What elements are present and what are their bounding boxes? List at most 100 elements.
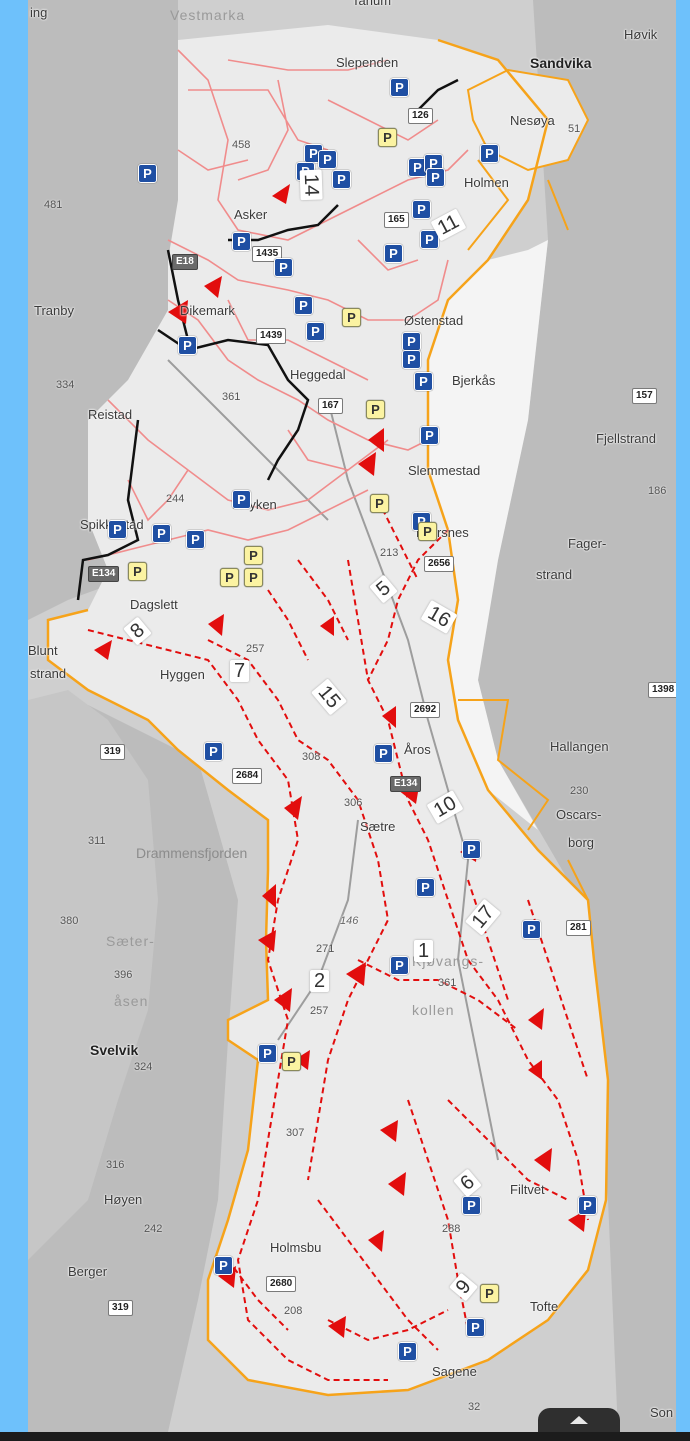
fjord-channel <box>428 240 548 830</box>
parking-icon[interactable]: P <box>416 878 435 897</box>
place-label: 242 <box>144 1223 163 1235</box>
parking-icon[interactable]: P <box>332 170 351 189</box>
place-label: Sætre <box>360 819 396 834</box>
place-label: 311 <box>88 835 106 847</box>
parking-icon[interactable]: P <box>138 164 157 183</box>
parking-icon[interactable]: P <box>128 562 147 581</box>
parking-icon[interactable]: P <box>462 840 481 859</box>
parking-icon[interactable]: P <box>402 350 421 369</box>
parking-icon[interactable]: P <box>366 400 385 419</box>
parking-icon[interactable]: P <box>186 530 205 549</box>
place-label: 186 <box>648 485 667 497</box>
parking-icon[interactable]: P <box>522 920 541 939</box>
parking-icon[interactable]: P <box>204 742 223 761</box>
road-number-shield: 2656 <box>424 556 455 572</box>
parking-icon[interactable]: P <box>108 520 127 539</box>
parking-icon[interactable]: P <box>402 332 421 351</box>
route-number-label[interactable]: 14 <box>299 169 323 201</box>
place-label: 316 <box>106 1159 125 1171</box>
place-label: 334 <box>56 379 75 391</box>
place-label: Høyen <box>104 1192 143 1207</box>
place-label: Svelvik <box>90 1042 139 1058</box>
place-label: 271 <box>316 943 335 955</box>
road-number-shield: 2692 <box>410 702 441 718</box>
terrain-east <box>478 0 676 1432</box>
map-canvas[interactable] <box>28 0 676 1432</box>
road-number-shield: 165 <box>384 212 409 228</box>
road-number-shield: 167 <box>318 398 343 414</box>
parking-icon[interactable]: P <box>342 308 361 327</box>
place-label: Dagslett <box>130 597 178 612</box>
place-label: 306 <box>344 797 363 809</box>
parking-icon[interactable]: P <box>282 1052 301 1071</box>
parking-icon[interactable]: P <box>274 258 293 277</box>
place-label: 257 <box>246 643 265 655</box>
parking-icon[interactable]: P <box>318 150 337 169</box>
place-label: 257 <box>310 1005 329 1017</box>
parking-icon[interactable]: P <box>398 1342 417 1361</box>
parking-icon[interactable]: P <box>390 956 409 975</box>
parking-icon[interactable]: P <box>244 568 263 587</box>
expand-panel-button[interactable] <box>538 1408 620 1432</box>
parking-icon[interactable]: P <box>294 296 313 315</box>
parking-icon[interactable]: P <box>480 144 499 163</box>
parking-icon[interactable]: P <box>370 494 389 513</box>
place-label: Filtvet <box>510 1182 545 1197</box>
parking-icon[interactable]: P <box>412 200 431 219</box>
place-label: 32 <box>468 1401 481 1413</box>
route-number-label[interactable]: 7 <box>230 660 250 682</box>
parking-icon[interactable]: P <box>232 232 251 251</box>
trail-direction-arrows <box>94 184 586 1338</box>
parking-icon[interactable]: P <box>426 168 445 187</box>
parking-icon[interactable]: P <box>220 568 239 587</box>
parking-icon[interactable]: P <box>374 744 393 763</box>
parking-icon[interactable]: P <box>232 490 251 509</box>
place-label: Hallangen <box>550 739 609 754</box>
road-number-shield: 126 <box>408 108 433 124</box>
place-label: strand <box>30 666 67 681</box>
parking-icon[interactable]: P <box>578 1196 597 1215</box>
place-label: Heggedal <box>290 367 346 382</box>
parking-icon[interactable]: P <box>178 336 197 355</box>
place-label: 307 <box>286 1127 305 1139</box>
place-label: Holmsbu <box>270 1240 322 1255</box>
parking-icon[interactable]: P <box>420 426 439 445</box>
route-number-label[interactable]: 1 <box>414 940 434 962</box>
parking-icon[interactable]: P <box>414 372 433 391</box>
parking-icon[interactable]: P <box>390 78 409 97</box>
trails-dashed <box>87 499 589 1381</box>
place-label: Tofte <box>530 1299 559 1314</box>
road-number-shield: 157 <box>632 388 657 404</box>
place-label: borg <box>568 835 595 850</box>
parking-icon[interactable]: P <box>462 1196 481 1215</box>
coastline <box>46 38 610 1397</box>
place-label: strand <box>536 567 573 582</box>
road-number-shield: 2680 <box>266 1276 297 1292</box>
road-number-shield: E134 <box>390 776 422 792</box>
place-label: Son <box>650 1405 674 1420</box>
parking-icon[interactable]: P <box>258 1044 277 1063</box>
place-label: Åros <box>404 742 431 757</box>
place-label: Vestmarka <box>170 7 246 23</box>
terrain-ridge <box>28 690 158 1260</box>
place-label: Reistad <box>88 407 133 422</box>
road-number-shield: E18 <box>172 254 198 270</box>
bottom-bar <box>0 1432 690 1441</box>
place-label: Berger <box>68 1264 108 1279</box>
parking-icon[interactable]: P <box>420 230 439 249</box>
parking-icon[interactable]: P <box>244 546 263 565</box>
place-label: 324 <box>134 1061 153 1073</box>
place-label: Nesøya <box>510 113 555 128</box>
road-number-shield: E134 <box>88 566 120 582</box>
parking-icon[interactable]: P <box>466 1318 485 1337</box>
route-number-label[interactable]: 2 <box>310 970 330 992</box>
parking-icon[interactable]: P <box>418 522 437 541</box>
parking-icon[interactable]: P <box>480 1284 499 1303</box>
parking-icon[interactable]: P <box>306 322 325 341</box>
parking-icon[interactable]: P <box>152 524 171 543</box>
place-label: 208 <box>284 1305 303 1317</box>
parking-icon[interactable]: P <box>384 244 403 263</box>
parking-icon[interactable]: P <box>214 1256 233 1275</box>
parking-icon[interactable]: P <box>378 128 397 147</box>
